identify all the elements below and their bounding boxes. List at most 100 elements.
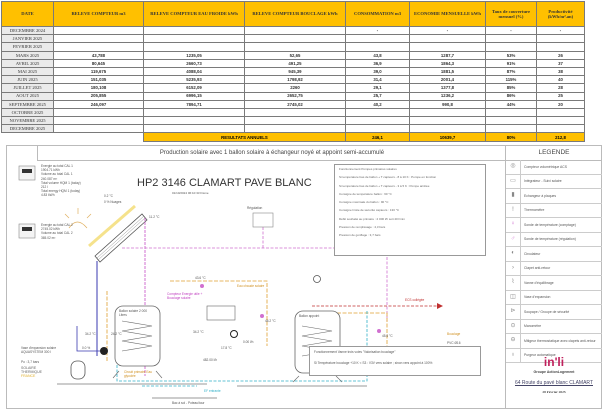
- sensor-icon: [260, 314, 264, 318]
- value-cell: 20: [536, 99, 585, 109]
- value-cell: 2001,4: [409, 75, 486, 85]
- cal2-line: 365.02 m³: [41, 235, 56, 240]
- cal1-line: Total volume HQM 1 (today): [41, 180, 81, 185]
- legend-item: ›Clapet anti-retour: [506, 261, 602, 276]
- date-cell: DECEMBRE 2025: [1, 124, 54, 134]
- value-cell: [536, 124, 585, 134]
- temp-outside: 0.2 °C: [104, 194, 113, 198]
- flow-label: 0.00 l/h: [243, 340, 254, 344]
- value-cell: [143, 116, 245, 126]
- address-link[interactable]: 64 Route du pavé blanc CLAMART: [514, 380, 593, 386]
- counter-label: Compteur Energie utile + Bouclage solair…: [167, 292, 203, 301]
- value-cell: [53, 107, 144, 118]
- value-cell: [143, 124, 245, 134]
- legend-label: Vanne d'équilibrage: [524, 280, 554, 285]
- table-row: FEVRIER 2025: [1, 42, 585, 52]
- legend-title: LEGENDE: [505, 146, 602, 161]
- temp-t3: 43.6 °C: [195, 276, 206, 280]
- cal1-line: 4.83 kWh: [41, 193, 55, 198]
- value-cell: 40,2: [345, 99, 410, 109]
- date-cell: JUILLET 2025: [1, 83, 54, 93]
- value-cell: 87%: [485, 66, 537, 77]
- value-cell: 1236,2: [409, 91, 486, 101]
- date-cell: FEVRIER 2025: [1, 42, 54, 52]
- value-cell: [485, 42, 537, 52]
- value-cell: 39,0: [345, 66, 410, 77]
- value-cell: [244, 107, 346, 118]
- value-cell: 119,675: [53, 66, 144, 77]
- legend-label: Intégrateur - Suivi solaire: [524, 179, 562, 184]
- column-header: Productivité (kWh/m².an): [536, 1, 585, 27]
- table-row: NOVEMBRE 2025: [1, 116, 585, 126]
- temp-t1: 34.2 °C: [85, 332, 96, 336]
- sun-icon: [64, 208, 92, 229]
- legend-item: ◎Compteur volumétrique ACS: [506, 160, 602, 175]
- legend-label: Sonde de température (régulation): [524, 237, 576, 242]
- value-cell: 43,8: [345, 50, 410, 60]
- value-cell: 7894,71: [143, 99, 245, 109]
- column-header: RELEVE COMPTEUR BOUCLAGE kWh: [244, 1, 346, 27]
- solaire-thermique-logo: SOLAIRE THERMIQUE FRANCE: [21, 366, 42, 378]
- legend-item: ▮Echangeur à plaques: [506, 189, 602, 204]
- value-cell: [409, 34, 486, 44]
- date-cell: MARS 2025: [1, 50, 54, 60]
- air-vent-icon: ♁: [506, 348, 521, 362]
- sensor-count-icon: ♀: [506, 218, 521, 232]
- circuit-label: Circuit primaire Eau glycolée: [124, 370, 152, 379]
- value-cell: 2660,73: [143, 58, 245, 68]
- value-cell: 1235,05: [143, 50, 245, 60]
- value-cell: [536, 34, 585, 44]
- plate-exchanger-icon: ▮: [506, 189, 521, 203]
- energy-counter-device: [206, 305, 236, 321]
- value-cell: [485, 34, 537, 44]
- inli-logo: in'li: [543, 355, 565, 369]
- appoint-tank-label: Ballon appoint: [299, 314, 320, 318]
- diagram-title: Production solaire avec 1 ballon solaire…: [37, 146, 506, 161]
- total-taux: 80%: [485, 132, 537, 143]
- date-cell: DECEMBRE 2024: [1, 25, 54, 36]
- value-cell: [485, 116, 537, 126]
- cal1-line: 1904.71 kWh: [41, 168, 60, 173]
- value-cell: 205,855: [53, 91, 144, 101]
- cal2-line: Volume au total CAL 2: [41, 231, 73, 236]
- legend-label: Clapet anti-retour: [524, 266, 551, 271]
- legend-label: Soupape / Groupe de sécurité: [524, 309, 570, 314]
- valve-operation-text: Si Température bouclage +10 K < S3 : V3V…: [314, 361, 433, 365]
- total-prod: 212,8: [536, 132, 585, 143]
- legend-label: Compteur volumétrique ACS: [524, 164, 567, 169]
- value-cell: [143, 42, 245, 52]
- value-cell: 246,097: [53, 99, 144, 109]
- table-row: JANVIER 2025: [1, 34, 585, 44]
- value-cell: -: [409, 25, 486, 36]
- value-cell: 6996,15: [143, 91, 245, 101]
- temp-t7: 34.2 °C: [193, 330, 204, 334]
- value-cell: 43,788: [53, 50, 144, 60]
- value-cell: 2745,02: [244, 99, 346, 109]
- solar-collector: [88, 204, 148, 263]
- value-cell: 115%: [485, 75, 537, 85]
- value-cell: -: [536, 25, 585, 36]
- value-cell: [244, 116, 346, 126]
- column-header: CONSOMMATION m3: [345, 1, 410, 27]
- cal2-line: 2745.02 kWh: [41, 227, 60, 232]
- value-cell: [536, 116, 585, 126]
- value-cell: [345, 124, 410, 134]
- value-cell: [409, 42, 486, 52]
- value-cell: 1287,7: [409, 50, 486, 60]
- logo-line: SOLAIRE: [21, 366, 37, 370]
- value-cell: -: [485, 25, 537, 36]
- value-cell: 53%: [485, 50, 537, 60]
- value-cell: 38: [536, 66, 585, 77]
- value-cell: 29,1: [345, 83, 410, 93]
- temp-t5: 45.6 °C: [382, 334, 393, 338]
- mixer-icon: ⊖: [506, 334, 521, 348]
- value-cell: 5235,93: [143, 75, 245, 85]
- value-cell: [536, 42, 585, 52]
- bac-label: Bac à sol - Poteau/tour: [172, 401, 205, 405]
- expansion-pressure: Po : 3,7 bars: [21, 360, 40, 364]
- legend-panel: ◎Compteur volumétrique ACS▭Intégrateur -…: [505, 160, 602, 408]
- total-economie: 10639,7: [409, 132, 486, 143]
- logo-line: THERMIQUE: [21, 370, 42, 374]
